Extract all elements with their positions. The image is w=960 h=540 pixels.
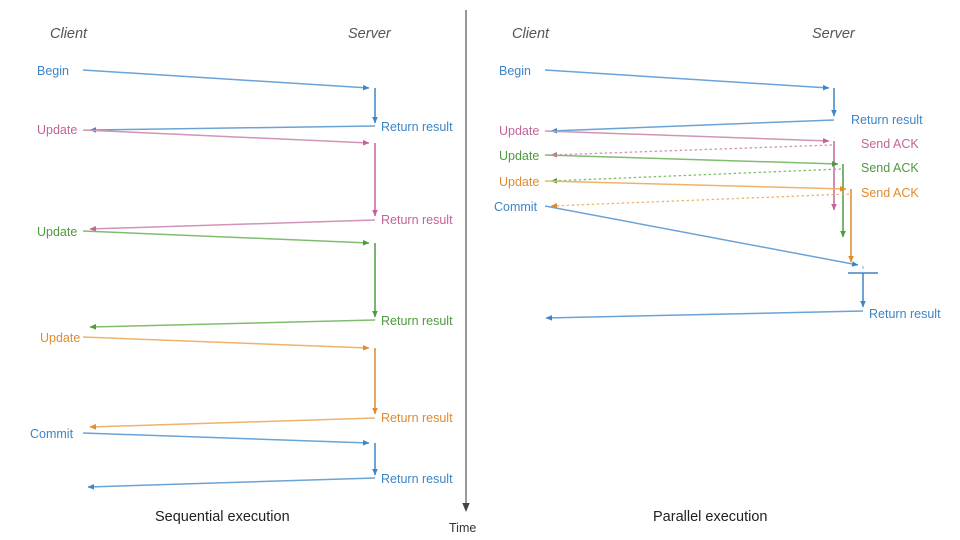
time-axis-label: Time — [449, 521, 476, 535]
reply-label-2-left: Return result — [381, 213, 453, 227]
message-group-update3-right — [544, 180, 854, 263]
msg-label-update2-right: Update — [499, 149, 539, 163]
reply-label-4-right: Send ACK — [861, 186, 919, 200]
reply-label-4-left: Return result — [381, 411, 453, 425]
msg-label-update3-right: Update — [499, 175, 539, 189]
panel-sequential: Client Server — [30, 26, 453, 525]
actor-client-label-left: Client — [50, 26, 88, 42]
message-group-update1-left — [82, 129, 378, 232]
panel-divider — [462, 10, 470, 512]
msg-label-commit-left: Commit — [30, 427, 74, 441]
message-group-update1-right — [544, 130, 837, 211]
actor-server-label-right: Server — [812, 26, 856, 42]
reply-label-2-right: Send ACK — [861, 137, 919, 151]
reply-label-5-left: Return result — [381, 472, 453, 486]
message-group-begin-right — [544, 69, 837, 134]
msg-label-update3-left: Update — [40, 331, 80, 345]
message-group-commit-right — [544, 205, 878, 321]
message-group-update2-right — [544, 154, 846, 238]
message-group-begin-left — [82, 69, 378, 133]
msg-label-begin-left: Begin — [37, 64, 69, 78]
message-group-commit-left — [82, 432, 378, 490]
message-group-update2-left — [82, 230, 378, 330]
reply-label-3-left: Return result — [381, 314, 453, 328]
reply-label-1-left: Return result — [381, 120, 453, 134]
message-group-update3-left — [82, 336, 378, 430]
actor-server-label-left: Server — [348, 26, 392, 42]
reply-label-1-right: Return result — [851, 113, 923, 127]
actor-client-label-right: Client — [512, 26, 550, 42]
caption-sequential: Sequential execution — [155, 509, 290, 525]
msg-label-update1-right: Update — [499, 124, 539, 138]
msg-label-begin-right: Begin — [499, 64, 531, 78]
msg-label-update1-left: Update — [37, 123, 77, 137]
panel-parallel: Client Server — [494, 26, 941, 525]
reply-label-5-right: Return result — [869, 307, 941, 321]
reply-label-3-right: Send ACK — [861, 161, 919, 175]
msg-label-commit-right: Commit — [494, 200, 538, 214]
msg-label-update2-left: Update — [37, 225, 77, 239]
caption-parallel: Parallel execution — [653, 509, 767, 525]
